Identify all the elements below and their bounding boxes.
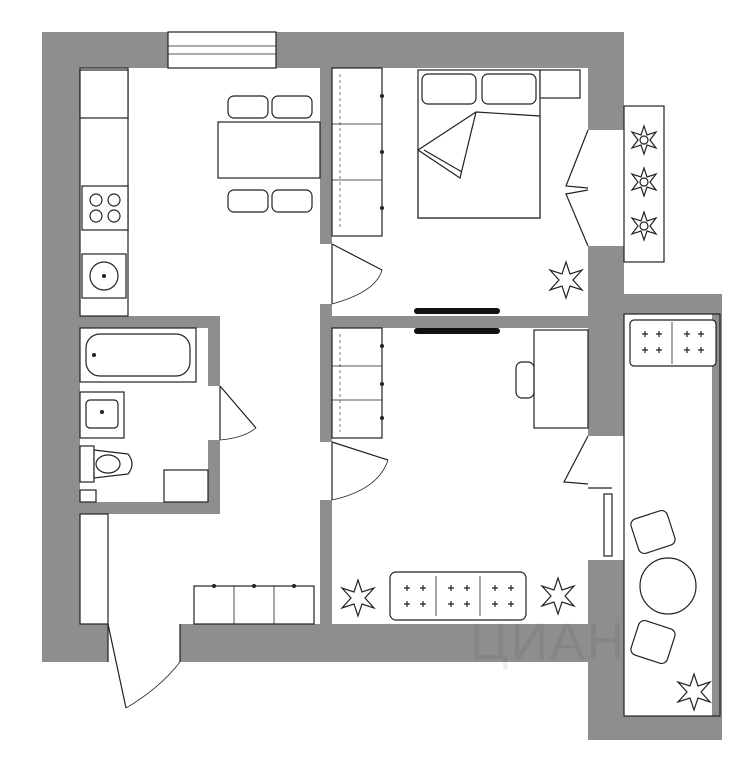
bath-sink-icon xyxy=(79,391,125,439)
balcony-wall-right xyxy=(712,294,722,740)
window-kitchen xyxy=(167,31,277,69)
washing-machine xyxy=(163,469,209,503)
door-icon xyxy=(219,385,257,441)
wall-right-upper xyxy=(588,32,624,130)
stove-icon xyxy=(81,185,129,231)
bedroom xyxy=(331,67,584,334)
walls xyxy=(42,32,722,740)
kitchen-sink-icon xyxy=(81,253,127,299)
desk xyxy=(533,329,589,429)
wall-interior-vertical-bottom xyxy=(320,500,332,624)
wall-bottom xyxy=(180,624,624,662)
door-icon xyxy=(331,243,383,305)
door-icon xyxy=(331,441,389,501)
loggia xyxy=(630,124,658,242)
door-icon xyxy=(563,435,612,489)
balcony-bench xyxy=(629,319,717,367)
wall-interior-vertical-mid xyxy=(320,304,332,442)
kitchen-cabinet xyxy=(79,69,129,119)
doors xyxy=(107,129,612,709)
armchair-icon xyxy=(630,619,676,665)
wall-bath-right-top xyxy=(208,316,220,386)
shoe-cabinet xyxy=(193,585,315,625)
door-icon xyxy=(565,129,589,247)
wall-bath-right-bottom xyxy=(208,440,220,514)
desk-chair xyxy=(515,361,535,399)
hall-wardrobe xyxy=(79,513,109,625)
bed-icon xyxy=(417,69,541,219)
wall-top-right xyxy=(276,32,624,68)
plant-icon xyxy=(630,210,658,242)
hallway xyxy=(79,513,315,625)
balcony-wall-top xyxy=(624,294,722,314)
bathtub-icon xyxy=(79,327,197,383)
bath-shelf xyxy=(79,489,97,503)
plant-icon xyxy=(548,260,584,300)
wall-interior-vertical-top xyxy=(320,68,332,244)
wall-kitchen-bath xyxy=(80,316,220,328)
kitchen xyxy=(79,67,321,317)
living-room xyxy=(331,327,589,621)
windows xyxy=(167,31,613,557)
plant-icon xyxy=(676,672,712,712)
dining-table xyxy=(217,95,321,213)
plant-icon xyxy=(630,166,658,198)
wall-outer-left xyxy=(42,32,80,662)
plant-icon xyxy=(630,124,658,156)
balcony-wall-bottom xyxy=(588,716,722,740)
wall-bottom-left xyxy=(42,624,108,662)
plant-icon xyxy=(540,576,576,616)
wall-bath-bottom xyxy=(80,502,220,514)
door-icon xyxy=(107,623,181,709)
nightstand xyxy=(539,69,581,99)
watermark: ЦИАН xyxy=(470,613,627,671)
tv-icon xyxy=(414,308,500,334)
balcony-railing xyxy=(623,313,721,717)
wall-bedroom-living xyxy=(320,316,588,328)
armchair-icon xyxy=(630,509,676,555)
sofa-icon xyxy=(389,571,527,621)
bathroom xyxy=(79,327,209,503)
toilet-icon xyxy=(79,445,133,483)
loggia-wall xyxy=(623,105,665,263)
wardrobe-bedroom xyxy=(331,67,384,237)
wardrobe-living xyxy=(331,327,384,439)
wall-right-mid xyxy=(588,246,624,436)
wall-top-left xyxy=(42,32,168,68)
window-balcony-frame xyxy=(603,493,613,557)
balcony-table xyxy=(639,557,697,615)
plant-icon xyxy=(340,578,376,618)
balcony xyxy=(623,313,721,717)
